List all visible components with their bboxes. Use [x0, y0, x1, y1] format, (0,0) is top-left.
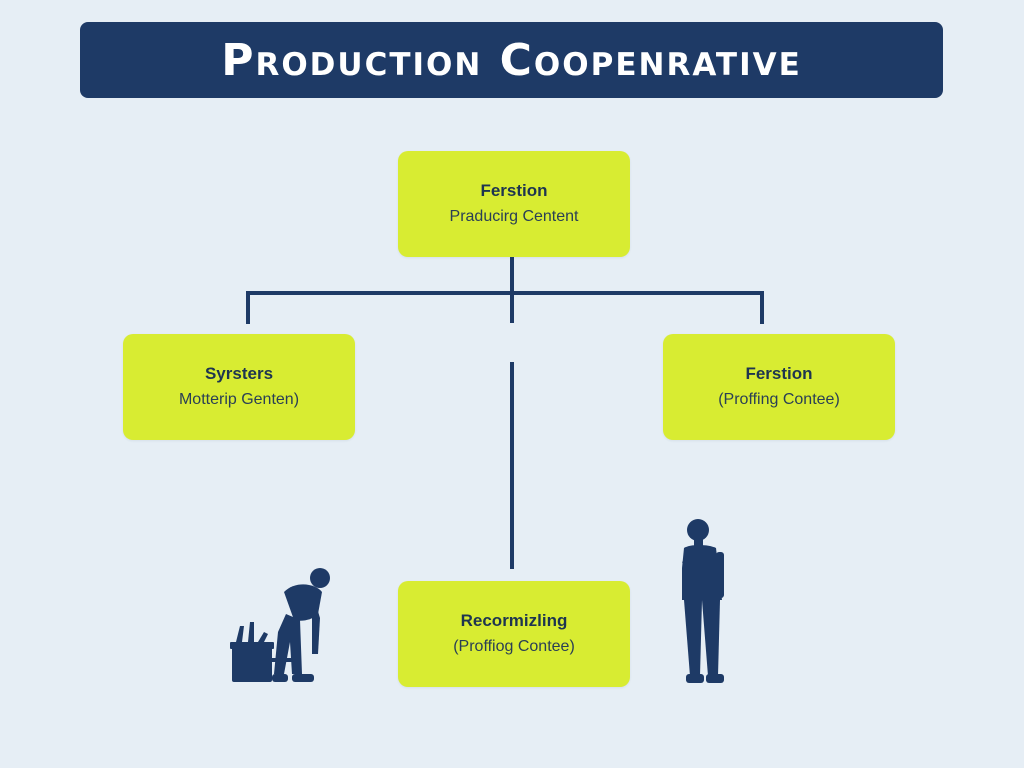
node-top-subtitle: Praducirg Centent [449, 208, 579, 225]
node-right-subtitle: (Proffing Contee) [718, 391, 840, 408]
node-left-subtitle: Motterip Genten) [178, 391, 300, 408]
node-left-title: Syrsters [204, 364, 274, 383]
node-bottom: Recormizling (Proffiog Contee) [398, 581, 630, 687]
node-top-title: Ferstion [480, 181, 548, 200]
node-left: Syrsters Motterip Genten) [123, 334, 355, 440]
standing-person-icon [682, 519, 724, 683]
worker-with-toolbox-icon [230, 568, 330, 682]
node-bottom-subtitle: (Proffiog Contee) [453, 638, 575, 655]
page-title: Production Coopenrative [221, 34, 802, 86]
node-top: Ferstion Praducirg Centent [398, 151, 630, 257]
node-right-title: Ferstion [745, 364, 813, 383]
node-bottom-title: Recormizling [460, 611, 568, 630]
title-banner: Production Coopenrative [80, 22, 943, 98]
node-right: Ferstion (Proffing Contee) [663, 334, 895, 440]
